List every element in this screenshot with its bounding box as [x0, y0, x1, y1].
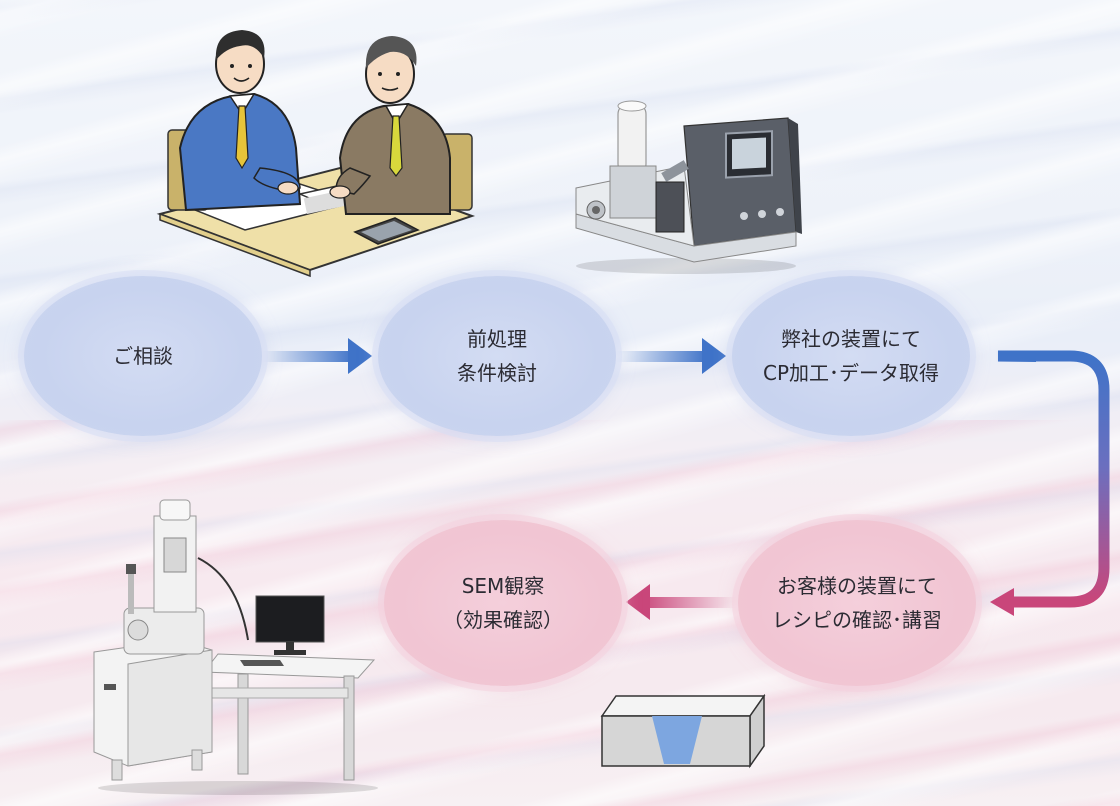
step-consult-label: ご相談 — [113, 344, 173, 368]
step-sem-label: SEM観察 （効果確認） — [443, 574, 563, 632]
step-sem: SEM観察 （効果確認） — [384, 520, 622, 686]
business-meeting-illustration — [156, 30, 476, 278]
arrow-consult-to-pretreatment — [262, 338, 372, 374]
step-recipe: お客様の装置にて レシピの確認･講習 — [738, 520, 976, 686]
step-consult: ご相談 — [24, 276, 262, 436]
arrow-pretreatment-to-cp — [616, 338, 726, 374]
step-pretreatment: 前処理 条件検討 — [378, 276, 616, 436]
cross-section-polisher-device — [575, 100, 802, 274]
scanning-electron-microscope — [93, 499, 378, 795]
step-cp-processing-label: 弊社の装置にて CP加工･データ取得 — [762, 327, 940, 385]
arrow-cp-to-recipe — [990, 350, 1110, 616]
step-pretreatment-label: 前処理 条件検討 — [457, 327, 537, 385]
step-cp-processing: 弊社の装置にて CP加工･データ取得 — [732, 276, 970, 436]
step-recipe-label: お客様の装置にて レシピの確認･講習 — [772, 574, 942, 632]
cross-section-sample-block — [600, 694, 766, 769]
arrow-recipe-to-sem — [626, 584, 736, 620]
